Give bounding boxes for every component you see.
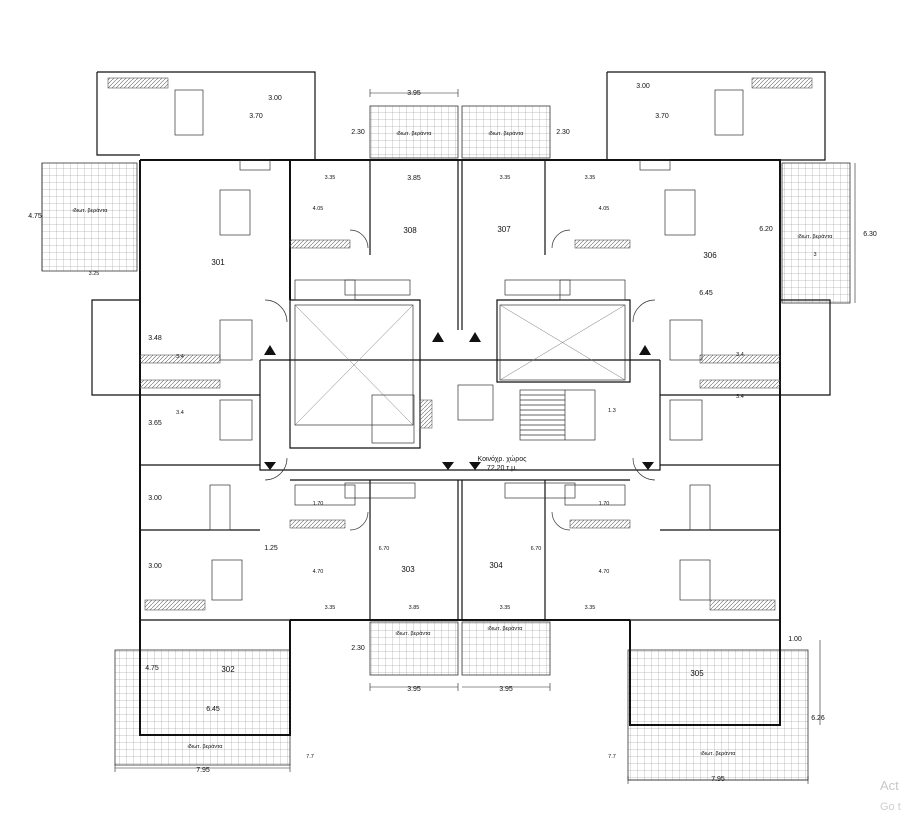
dim-3-48: 3.48 (148, 335, 162, 342)
dim-4-70: 4.70 (599, 569, 610, 575)
balcony-label: ιδιωτ. βεράντα (488, 625, 524, 632)
dim-3-25: 3.25 (89, 271, 100, 277)
dim-7-95-right: 7.95 (711, 776, 725, 783)
dim-3-70-right: 3.70 (655, 113, 669, 120)
balcony-label: ιδιωτ. βεράντα (489, 130, 525, 137)
balcony-label: ιδιωτ. βεράντα (701, 750, 737, 757)
dim-6-45-bottom: 6.45 (206, 706, 220, 713)
dim-3-65: 3.65 (148, 420, 162, 427)
dim-3-4: 3.4 (176, 410, 184, 416)
dim-7-7: 7.7 (306, 754, 314, 760)
balcony-labels: ιδιωτ. βεράντα ιδιωτ. βεράντα ιδιωτ. βερ… (73, 130, 834, 757)
dim-6-70: 6.70 (531, 546, 542, 552)
balcony-top-left (369, 105, 459, 159)
balcony-label: ιδιωτ. βεράντα (397, 130, 433, 137)
dim-7-7: 7.7 (608, 754, 616, 760)
dim-1-00: 1.00 (788, 636, 802, 643)
room-307: 307 (497, 225, 511, 234)
corridor-labels: Κοινόχρ. χώρος 72.20 τ.μ. (478, 455, 528, 472)
dim-3-35: 3.35 (585, 175, 596, 181)
dim-3-85: 3.85 (407, 175, 421, 182)
dim-3-70-left: 3.70 (249, 113, 263, 120)
balconies (41, 105, 851, 781)
dim-3-4: 3.4 (736, 352, 744, 358)
balcony-mid-left (369, 621, 459, 676)
dim-6-30: 6.30 (863, 231, 877, 238)
dim-3-85-bottom: 3.85 (409, 605, 420, 611)
outer-walls (91, 71, 831, 736)
room-305: 305 (690, 669, 704, 678)
dim-3-00: 3.00 (148, 563, 162, 570)
dimension-lines (41, 89, 856, 784)
dim-4-75: 4.75 (28, 213, 42, 220)
dim-6-45-top: 6.45 (699, 290, 713, 297)
dim-bottom-3-95: 3.95 (499, 686, 513, 693)
room-306: 306 (703, 251, 717, 260)
dim-2-30-bottom: 2.30 (351, 645, 365, 652)
dim-1-3: 1.3 (608, 408, 616, 414)
dim-4-05: 4.05 (599, 206, 610, 212)
dim-3-00-left: 3.00 (268, 95, 282, 102)
room-303: 303 (401, 565, 415, 574)
corridor-area: 72.20 τ.μ. (487, 465, 517, 472)
dim-3-4: 3.4 (736, 394, 744, 400)
room-308: 308 (403, 226, 417, 235)
dim-3-00: 3.00 (148, 495, 162, 502)
dim-2-30-left: 2.30 (351, 129, 365, 136)
balcony-bottom-right (627, 649, 809, 781)
balcony-bottom-left (114, 649, 291, 766)
room-301: 301 (211, 258, 225, 267)
balcony-left (41, 162, 138, 272)
dim-4-05: 4.05 (313, 206, 324, 212)
dim-4-70: 4.70 (313, 569, 324, 575)
dim-3: 3 (813, 252, 816, 258)
dimension-labels: 3.95 2.30 2.30 3.00 3.00 3.70 3.70 3.85 … (28, 83, 877, 783)
corridor-title: Κοινόχρ. χώρος (478, 455, 528, 463)
dim-7-95-left: 7.95 (196, 767, 210, 774)
dim-top-3-95: 3.95 (407, 90, 421, 97)
dim-2-30-right: 2.30 (556, 129, 570, 136)
room-302: 302 (221, 665, 235, 674)
watermark-line2: Go t (880, 801, 901, 813)
room-304: 304 (489, 561, 503, 570)
balcony-mid-right (461, 621, 551, 676)
dim-1-70: 1.70 (599, 501, 610, 507)
dim-3-35-bottom: 3.35 (585, 605, 596, 611)
interior-details (107, 77, 813, 611)
room-labels: 301 302 303 304 305 306 307 308 (211, 225, 717, 678)
dim-4-75-bottom: 4.75 (145, 665, 159, 672)
dim-1-25: 1.25 (264, 545, 278, 552)
dim-6-26: 6.26 (811, 715, 825, 722)
balcony-label: ιδιωτ. βεράντα (188, 743, 224, 750)
stairs (519, 389, 596, 441)
balcony-top-right (461, 105, 551, 159)
dim-3-35-bottom: 3.35 (500, 605, 511, 611)
balcony-label: ιδιωτ. βεράντα (396, 630, 432, 637)
watermark-line1: Act (880, 778, 899, 793)
dim-3-35: 3.35 (500, 175, 511, 181)
dim-3-35: 3.35 (325, 175, 336, 181)
dim-3-35-bottom: 3.35 (325, 605, 336, 611)
balcony-label: ιδιωτ. βεράντα (798, 233, 834, 240)
dim-3-4: 3.4 (176, 354, 184, 360)
dim-6-20: 6.20 (759, 226, 773, 233)
balcony-label: ιδιωτ. βεράντα (73, 207, 109, 214)
entrance-markers (264, 332, 654, 470)
dim-bottom-3-95: 3.95 (407, 686, 421, 693)
balcony-right (781, 162, 851, 304)
dim-6-70: 6.70 (379, 546, 390, 552)
dim-3-00-right: 3.00 (636, 83, 650, 90)
activation-watermark: Act Go t (880, 778, 901, 813)
dim-1-70: 1.70 (313, 501, 324, 507)
